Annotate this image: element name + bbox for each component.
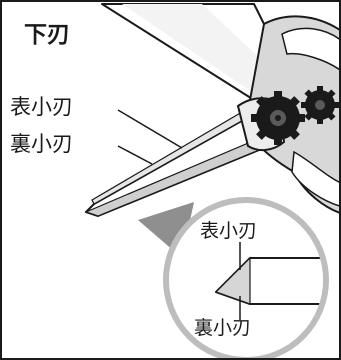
back-edge-leader	[117, 145, 153, 165]
zoom-edge-detail	[214, 256, 323, 305]
front-edge-leader	[117, 109, 183, 149]
upper-blade-bevel	[122, 4, 264, 92]
handle-highlight-bottom	[291, 150, 339, 207]
small-gear-icon	[301, 86, 339, 124]
gear-icon	[251, 91, 305, 145]
zoom-back-edge-label: 裏小刃	[194, 317, 252, 339]
zoom-front-edge-label: 表小刃	[200, 220, 258, 242]
diagram-title: 下刃	[24, 22, 70, 48]
handle-highlight-top	[281, 27, 339, 71]
front-edge-label: 表小刃	[10, 95, 73, 119]
back-edge-label: 裏小刃	[10, 132, 73, 156]
